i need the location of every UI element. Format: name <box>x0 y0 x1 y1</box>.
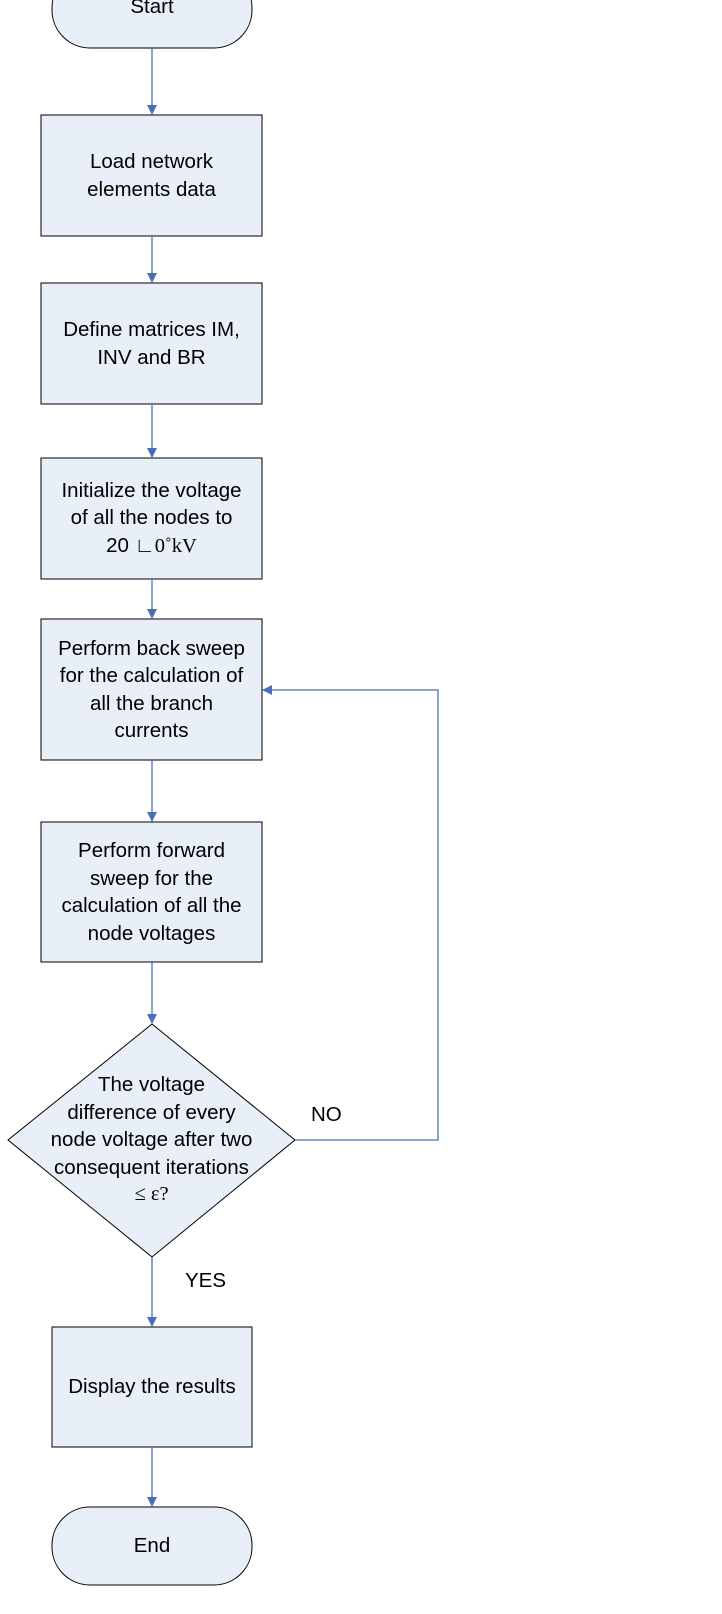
start-text: Start <box>130 0 174 19</box>
back-line-1: Perform back sweep <box>58 636 245 660</box>
forward-line-2: sweep for the <box>89 866 214 890</box>
init-value-number: 20 <box>106 533 129 557</box>
end-terminator <box>51 1506 253 1586</box>
no-branch-label: NO <box>311 1103 342 1126</box>
decision-line-1: The voltage <box>97 1073 206 1097</box>
arrow-decision-no-loop-back <box>262 685 439 1141</box>
init-line-2: of all the nodes to <box>70 506 233 530</box>
initialize-voltage-box <box>40 457 263 580</box>
load-data-box <box>40 114 263 237</box>
end-label: End <box>52 1530 252 1562</box>
decision-line-4: consequent iterations <box>54 1155 249 1179</box>
load-data-label: Load network elements data <box>41 115 262 236</box>
define-matrices-label: Define matrices IM, INV and BR <box>41 283 262 404</box>
back-line-2: for the calculation of <box>59 664 244 687</box>
back-line-3: all the branch <box>89 691 214 715</box>
yes-branch-label: YES <box>185 1269 227 1292</box>
init-line-1: Initialize the voltage <box>61 478 242 502</box>
initialize-voltage-label: Initialize the voltage of all the nodes … <box>41 458 262 579</box>
display-results-label: Display the results <box>52 1327 252 1447</box>
decision-label: The voltage difference of every node vol… <box>8 1070 295 1210</box>
forward-line-1: Perform forward <box>78 839 225 862</box>
back-sweep-box <box>40 618 263 761</box>
forward-line-3: calculation of all the <box>61 894 242 917</box>
forward-sweep-label: Perform forward sweep for the calculatio… <box>41 822 262 962</box>
back-line-4: currents <box>114 719 189 742</box>
back-sweep-label: Perform back sweep for the calculation o… <box>41 619 262 760</box>
display-text: Display the results <box>68 1375 236 1399</box>
define-line-2: INV and BR <box>97 345 206 369</box>
start-label: Start <box>52 0 252 22</box>
forward-sweep-box <box>40 821 263 963</box>
decision-line-2: difference of every <box>67 1100 236 1124</box>
load-line-2: elements data <box>87 177 216 201</box>
init-value-angle: ∟0˚kV <box>134 534 197 557</box>
load-line-1: Load network <box>89 150 214 173</box>
define-line-1: Define matrices IM, <box>63 318 240 341</box>
decision-line-3: node voltage after two <box>50 1128 253 1152</box>
forward-line-4: node voltages <box>87 921 216 945</box>
decision-condition: ≤ ε? <box>134 1183 169 1206</box>
end-text: End <box>133 1534 171 1558</box>
init-line-3: 20 ∟0˚kV <box>61 532 241 561</box>
